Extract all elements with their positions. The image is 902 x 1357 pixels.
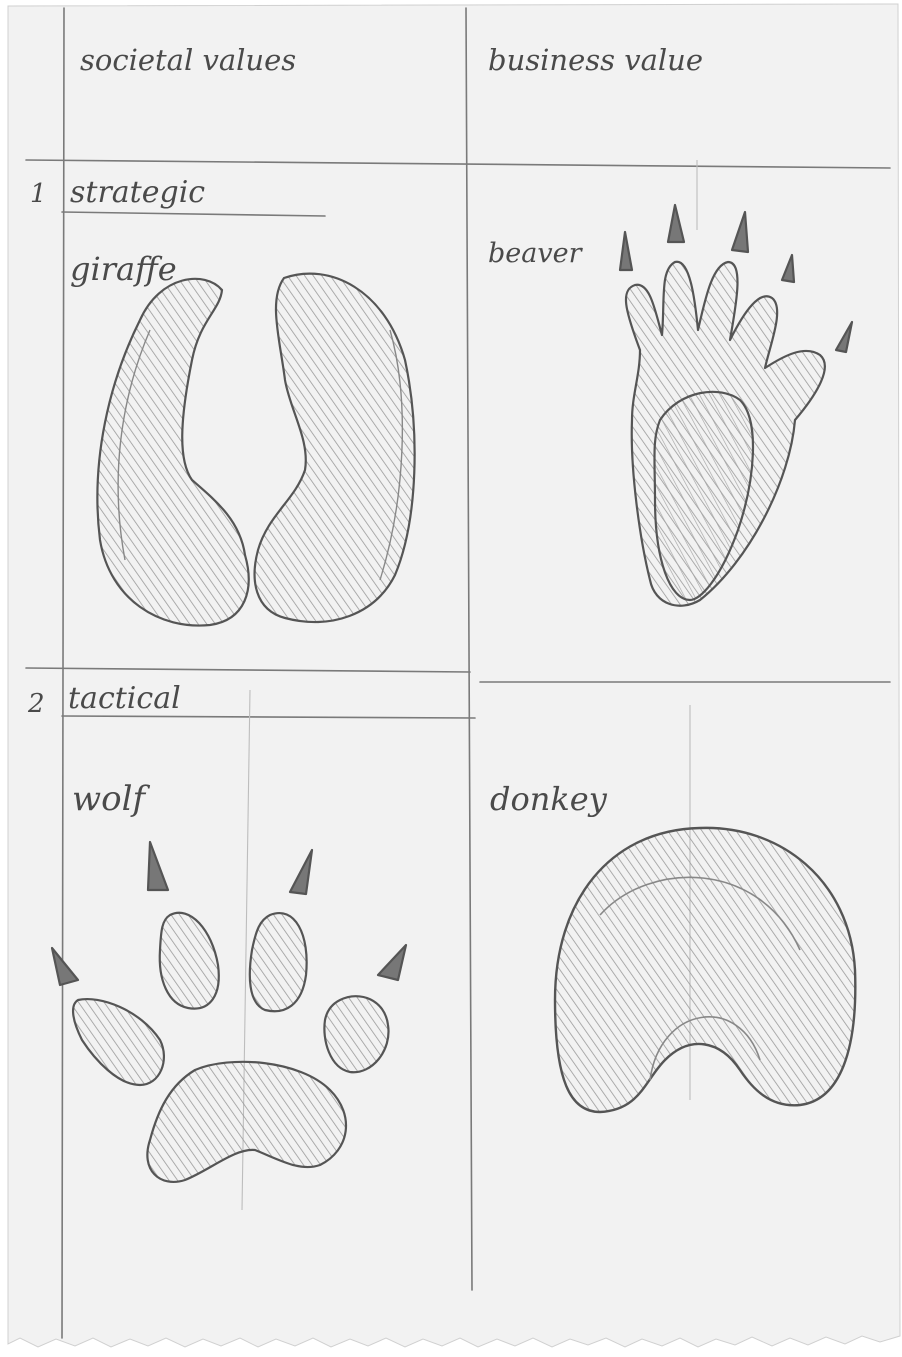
societal-values-header: societal values (80, 43, 296, 77)
beaver-label: beaver (488, 238, 584, 269)
row-2-label: tactical (68, 681, 181, 716)
giraffe-label: giraffe (70, 250, 177, 288)
business-value-header: business value (488, 43, 703, 77)
row-1-label: strategic (70, 175, 205, 210)
row-2-number: 2 (27, 689, 45, 719)
row-1-number: 1 (30, 179, 47, 209)
wolf-label: wolf (72, 779, 150, 819)
donkey-label: donkey (490, 780, 608, 818)
